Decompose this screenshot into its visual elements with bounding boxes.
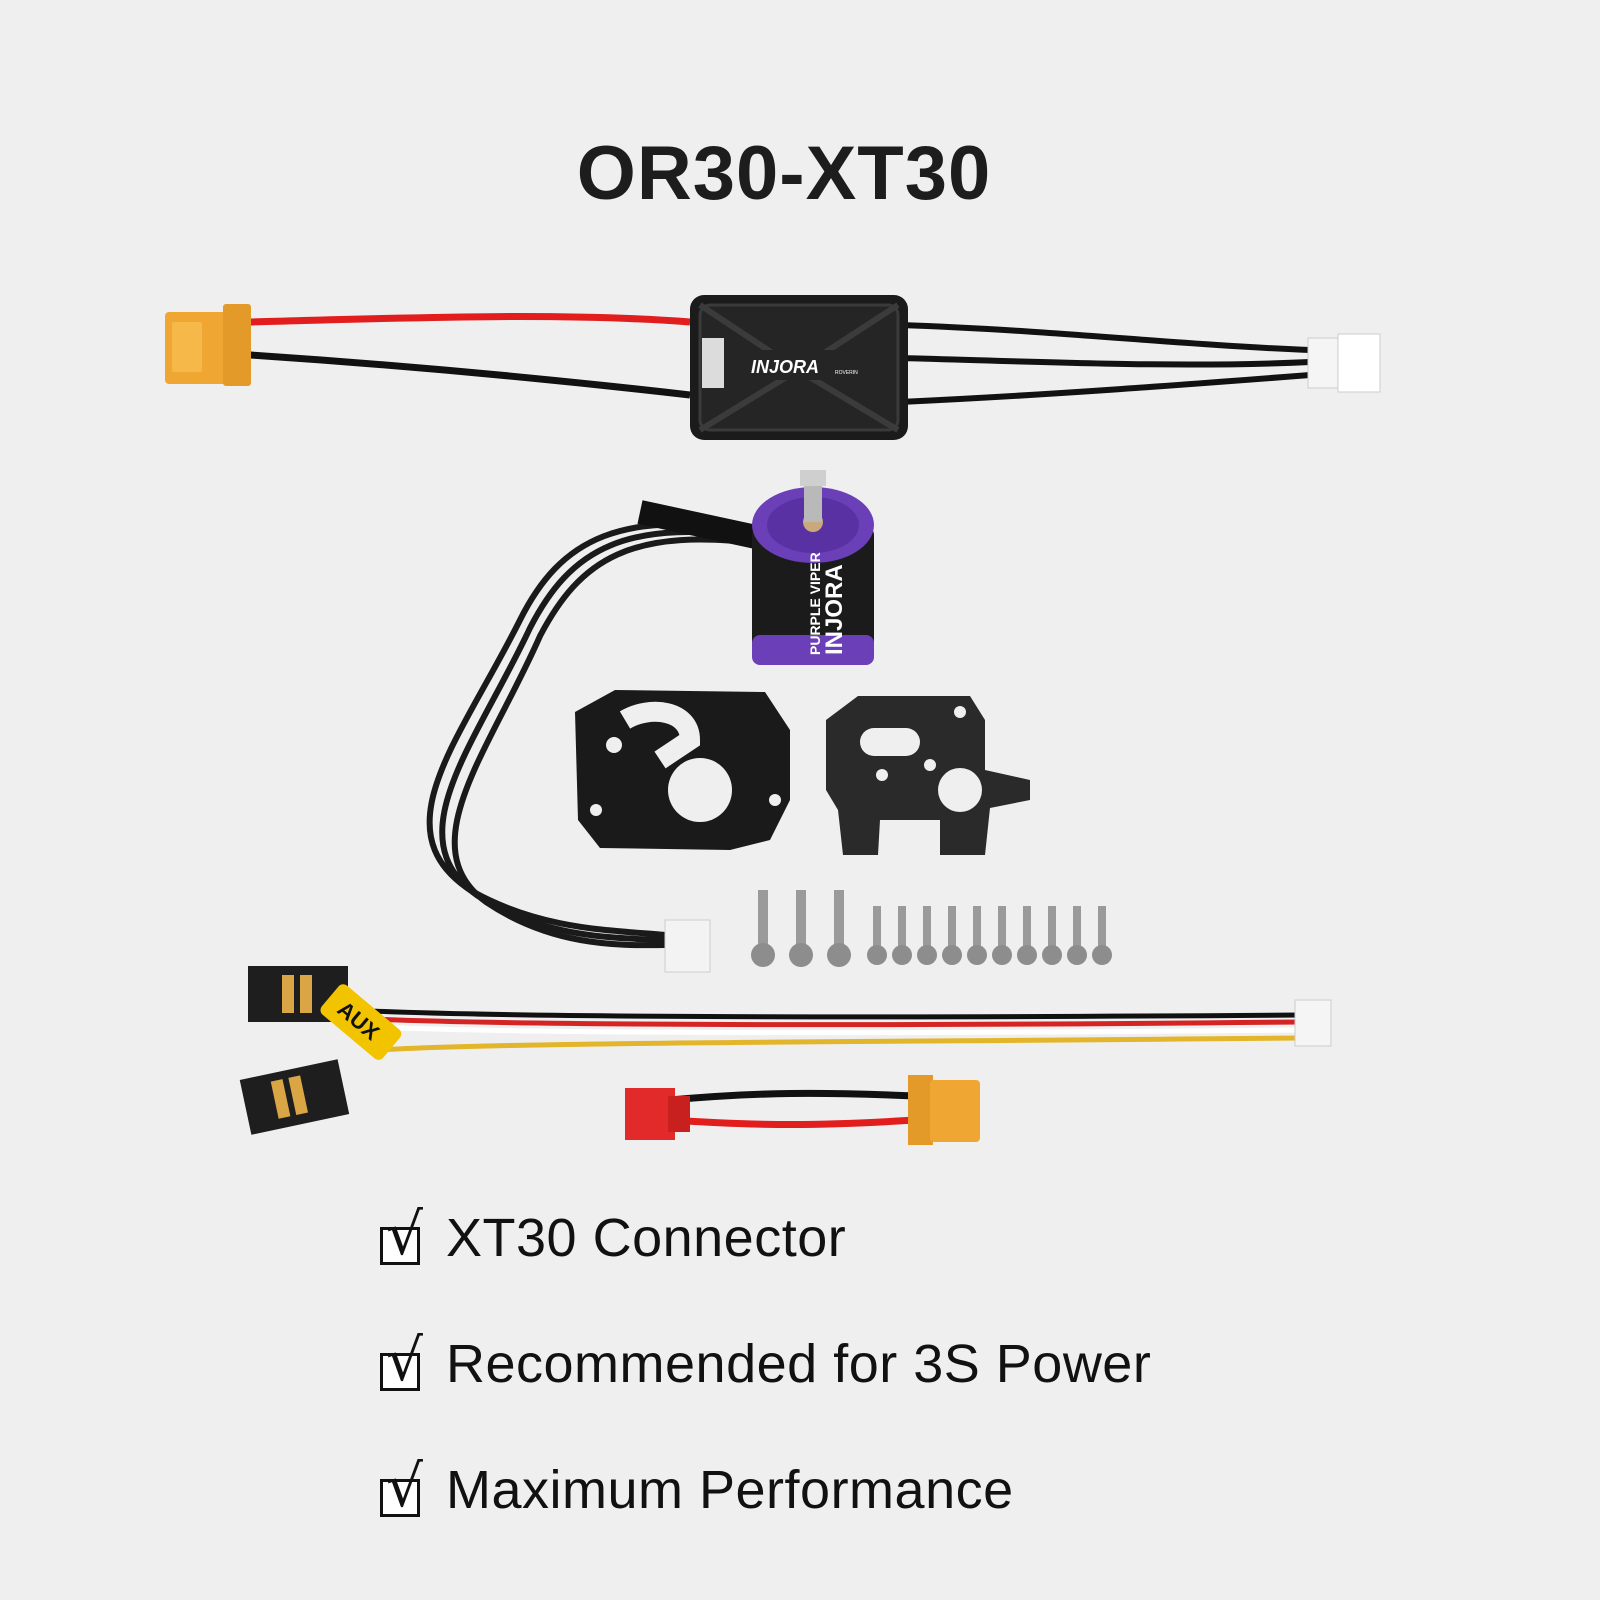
- xt30-connector-esc: [165, 304, 251, 386]
- motor-model-label: PURPLE VIPER: [807, 552, 823, 655]
- esc-sub-label: ROVERIN: [835, 370, 858, 376]
- checkbox-check-icon: √: [380, 1457, 424, 1517]
- motor-brand-label: INJORA: [821, 564, 848, 655]
- feature-item: √ Recommended for 3S Power: [380, 1301, 1151, 1427]
- screws: [751, 890, 1112, 967]
- feature-item: √ Maximum Performance: [380, 1427, 1151, 1553]
- feature-label: Recommended for 3S Power: [446, 1334, 1152, 1394]
- feature-item: √ XT30 Connector: [380, 1175, 1151, 1301]
- esc-body: INJORA ROVERIN: [690, 295, 908, 440]
- feature-label: XT30 Connector: [446, 1208, 847, 1268]
- short-screws: [867, 906, 1112, 965]
- feature-label: Maximum Performance: [446, 1460, 1014, 1520]
- motor-mount-carbon-plate: [826, 696, 1030, 855]
- feature-list: √ XT30 Connector √ Recommended for 3S Po…: [380, 1175, 1151, 1553]
- esc-power-wires: [249, 313, 691, 399]
- esc-brand-label: INJORA: [751, 357, 819, 377]
- motor-mount-aluminum: [575, 690, 790, 850]
- long-screws: [751, 890, 851, 967]
- motor-cable: [426, 500, 773, 973]
- checkbox-check-icon: √: [380, 1205, 424, 1265]
- esc-motor-wires: [899, 322, 1311, 405]
- jst-xt30-adapter: [625, 1075, 980, 1145]
- page-title: OR30-XT30: [576, 131, 992, 216]
- aux-servo-lead: AUX: [239, 966, 1332, 1135]
- checkbox-check-icon: √: [380, 1331, 424, 1391]
- esc-motor-plug: [1307, 333, 1381, 393]
- brushless-motor: INJORA PURPLE VIPER: [752, 470, 874, 665]
